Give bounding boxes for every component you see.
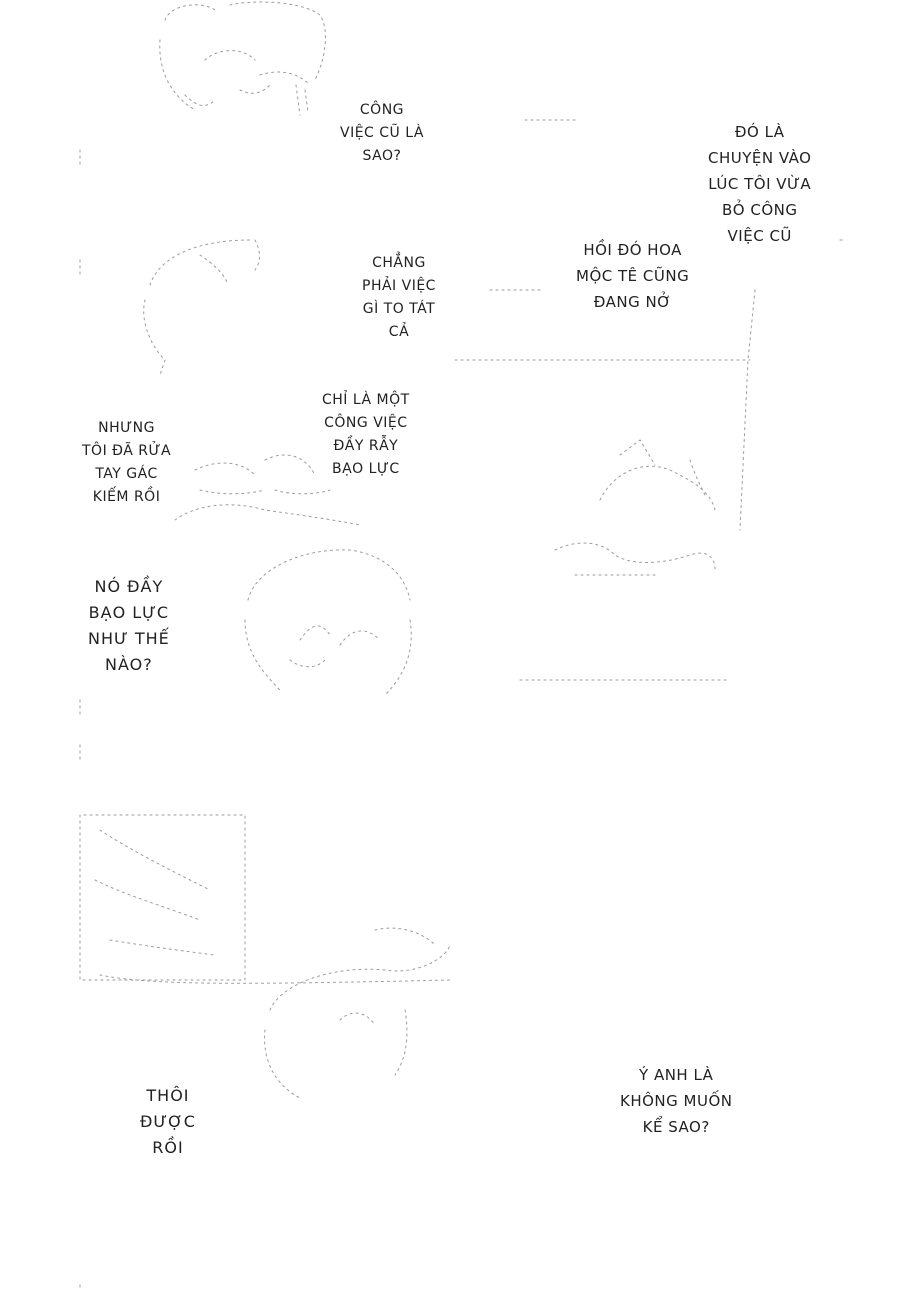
bubble-line: ĐANG NỞ bbox=[593, 293, 672, 311]
bubble-line: HỒI ĐÓ HOA bbox=[583, 241, 682, 259]
bubble-line: NÀO? bbox=[105, 655, 153, 674]
speech-bubble-chi-la-mot: CHỈ LÀ MỘT CÔNG VIỆC ĐẦY RẪY BẠO LỰC bbox=[322, 389, 410, 481]
speech-bubble-no-day: NÓ ĐẦY BẠO LỰC NHƯ THẾ NÀO? bbox=[88, 574, 170, 678]
speech-bubble-chang-phai: CHẲNG PHẢI VIỆC GÌ TO TÁT CẢ bbox=[362, 252, 436, 344]
bubble-line: LÚC TÔI VỪA bbox=[708, 175, 812, 193]
bubble-line: TÔI ĐÃ RỬA bbox=[82, 443, 172, 459]
bubble-line: SAO? bbox=[362, 148, 402, 164]
speech-bubble-do-la-chuyen: ĐÓ LÀ CHUYỆN VÀO LÚC TÔI VỪA BỎ CÔNG VIỆ… bbox=[708, 119, 811, 249]
bubble-line: BẠO LỰC bbox=[88, 603, 170, 622]
bubble-line: ĐƯỢC bbox=[140, 1112, 196, 1131]
bubble-line: RỒI bbox=[152, 1138, 184, 1157]
character-sketch-top bbox=[159, 1, 326, 116]
osmanthus-flowers-sketch bbox=[554, 439, 716, 576]
bubble-line: KIẾM RỒI bbox=[92, 489, 161, 505]
bubble-line: BẠO LỰC bbox=[331, 461, 400, 477]
bubble-line: Ý ANH LÀ bbox=[639, 1066, 714, 1084]
bubble-line: CHUYỆN VÀO bbox=[708, 149, 812, 167]
hands-sketch bbox=[174, 454, 361, 526]
panel-border-right bbox=[454, 289, 756, 681]
bubble-line: NHƯ THẾ bbox=[88, 629, 170, 648]
bubble-line: BỎ CÔNG bbox=[721, 201, 798, 219]
bubble-line: CÔNG VIỆC bbox=[324, 415, 408, 431]
bubble-line: CHẲNG bbox=[372, 255, 426, 271]
bubble-line: KỂ SAO? bbox=[642, 1118, 710, 1136]
bubble-line: KHÔNG MUỐN bbox=[620, 1092, 733, 1110]
speech-bubble-thoi-duoc: THÔI ĐƯỢC RỒI bbox=[140, 1083, 196, 1161]
speech-bubble-nhung-toi: NHƯNG TÔI ĐÃ RỬA TAY GÁC KIẾM RỒI bbox=[82, 417, 171, 509]
bubble-line: TAY GÁC bbox=[95, 466, 158, 482]
bubble-line: CÔNG bbox=[359, 102, 405, 118]
bubble-line: MỘC TÊ CŨNG bbox=[576, 267, 690, 285]
bubble-line: THÔI bbox=[146, 1086, 190, 1105]
speech-bubble-hoi-do-hoa: HỒI ĐÓ HOA MỘC TÊ CŨNG ĐANG NỞ bbox=[576, 237, 689, 315]
speech-bubble-cong-viec-cu: CÔNG VIỆC CŨ LÀ SAO? bbox=[340, 99, 424, 168]
bubble-line: NHƯNG bbox=[98, 420, 155, 436]
character-sketch-middle bbox=[143, 239, 260, 376]
bubble-line: VIỆC CŨ LÀ bbox=[340, 125, 424, 141]
character-hat-sketch bbox=[244, 549, 412, 696]
inset-panel bbox=[79, 814, 451, 984]
bubble-line: ĐẦY RẪY bbox=[333, 438, 399, 454]
bubble-line: PHẢI VIỆC bbox=[362, 278, 436, 294]
bubble-line: CHỈ LÀ MỘT bbox=[322, 392, 410, 408]
bubble-line: VIỆC CŨ bbox=[727, 227, 792, 245]
speech-bubble-y-anh-la: Ý ANH LÀ KHÔNG MUỐN KỂ SAO? bbox=[620, 1062, 732, 1140]
character-sketch-bottom bbox=[264, 927, 451, 1099]
bubble-line: CẢ bbox=[388, 324, 410, 340]
bubble-line: ĐÓ LÀ bbox=[734, 123, 785, 141]
bubble-line: NÓ ĐẦY bbox=[94, 577, 164, 596]
margin-dots bbox=[79, 119, 846, 1289]
bubble-line: GÌ TO TÁT bbox=[362, 301, 436, 317]
